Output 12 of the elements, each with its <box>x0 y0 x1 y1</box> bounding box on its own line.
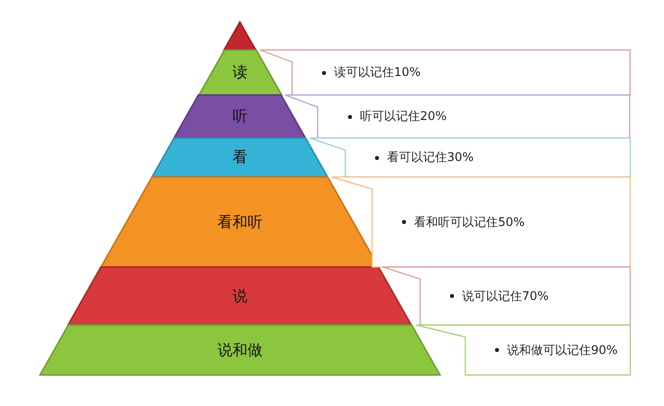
layer-label: 读 <box>231 63 248 82</box>
callout-text: 听可以记住20% <box>360 108 447 125</box>
layer-label: 听 <box>231 107 248 126</box>
layer-label: 说和做 <box>216 340 264 360</box>
layer-label: 看 <box>231 148 248 167</box>
callout-text: 看和听可以记住50% <box>414 214 525 230</box>
layer-label: 看和听 <box>216 212 264 232</box>
callout-text: 读可以记住10% <box>334 64 421 81</box>
layer-label: 说 <box>231 286 248 306</box>
callout-text: 说和做可以记住90% <box>506 342 618 358</box>
callout-text: 说可以记住70% <box>462 288 549 304</box>
callout-text: 看可以记住30% <box>386 149 474 166</box>
